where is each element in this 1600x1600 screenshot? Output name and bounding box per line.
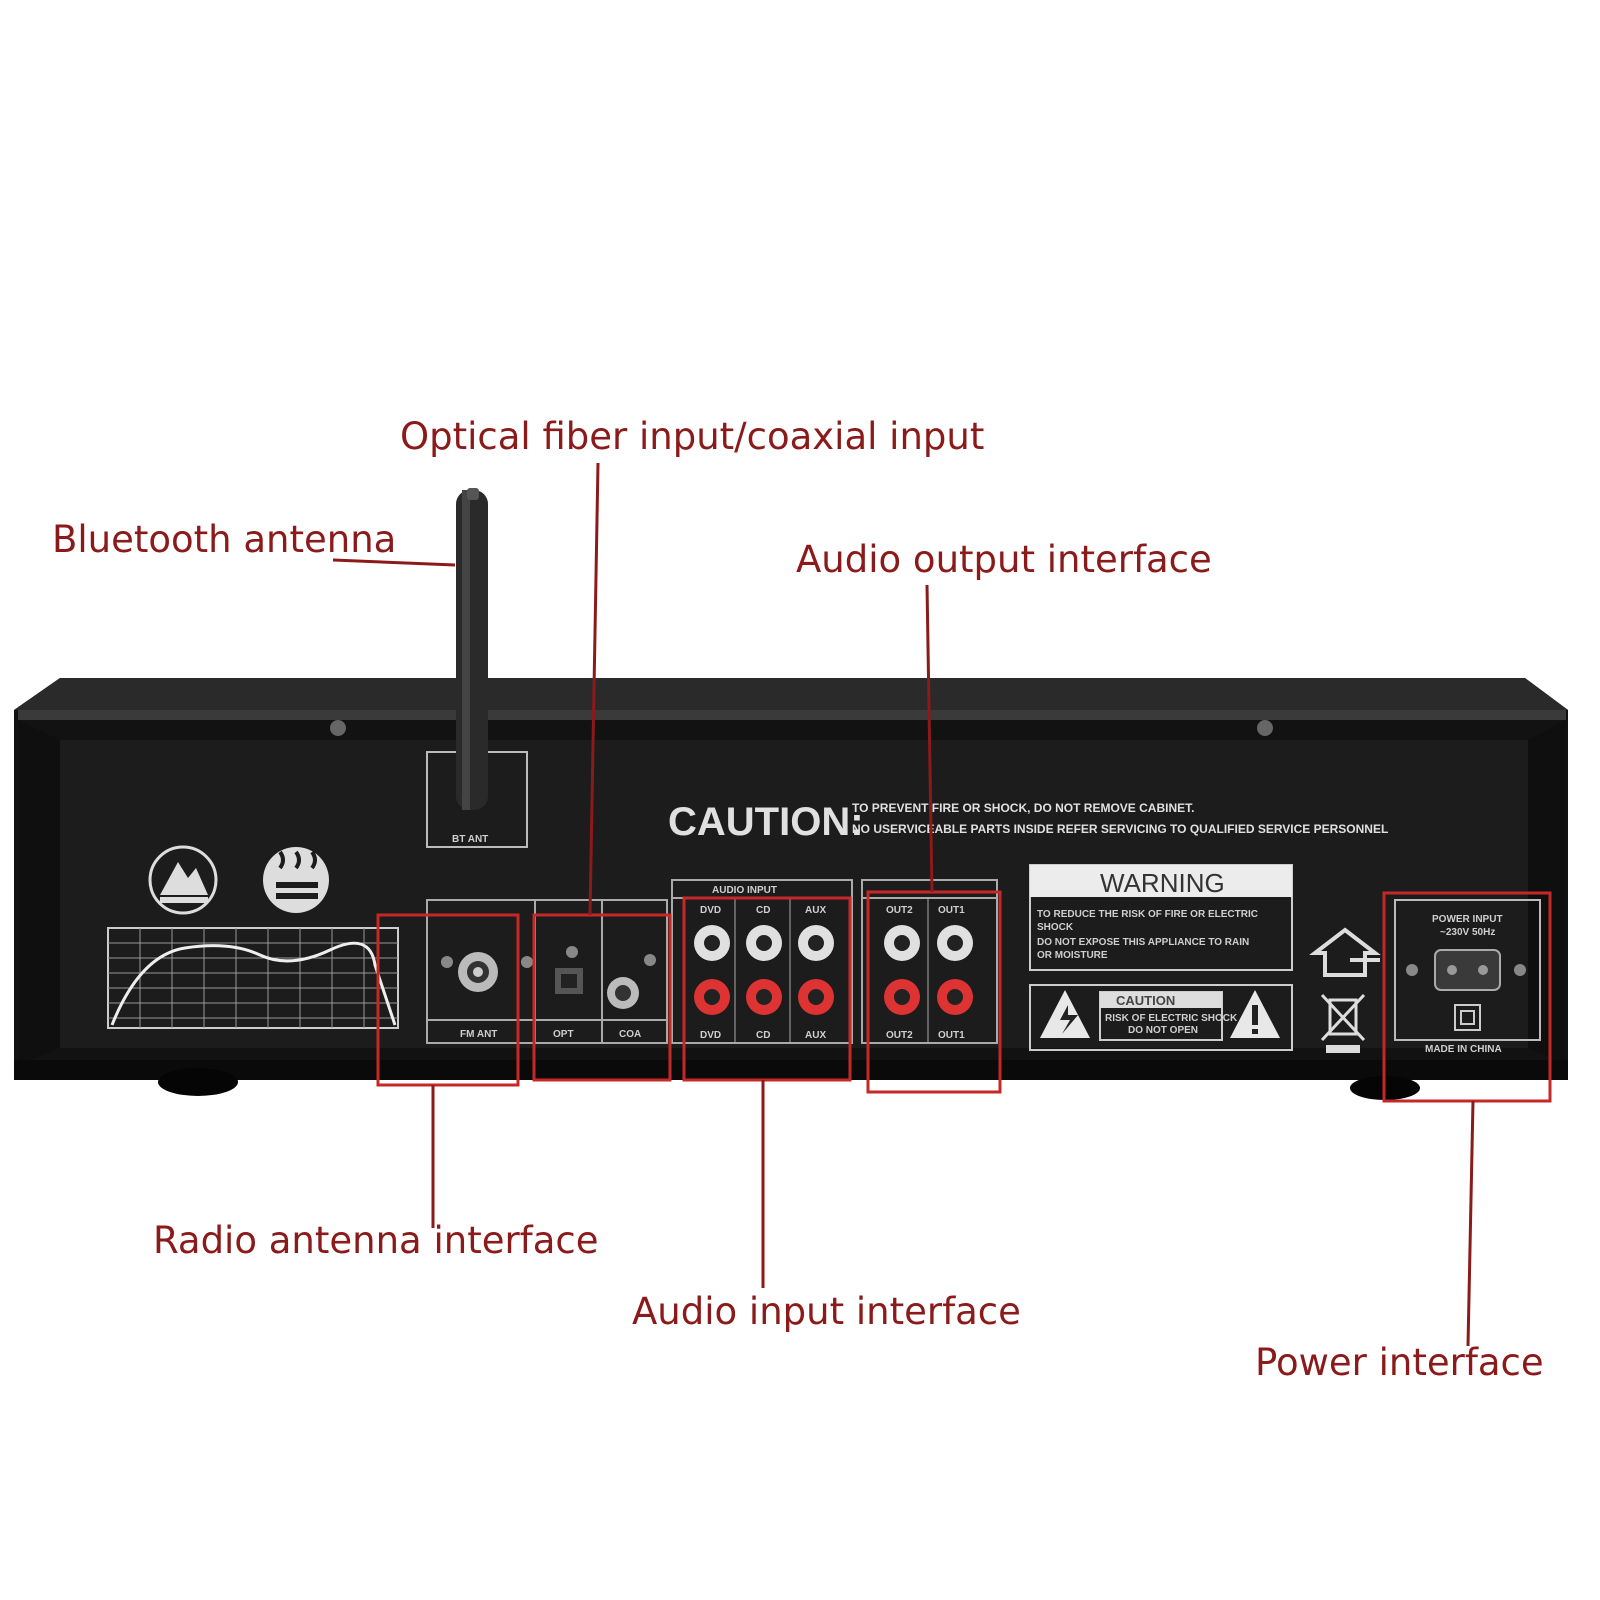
- warning-line1: TO REDUCE THE RISK OF FIRE OR ELECTRIC: [1037, 909, 1258, 920]
- audio-input-highlight-box: [682, 896, 852, 1082]
- callout-audio-output: Audio output interface: [796, 538, 1212, 581]
- caution-title: CAUTION:: [668, 800, 864, 844]
- foot: [158, 1068, 238, 1096]
- callout-radio: Radio antenna interface: [153, 1219, 599, 1262]
- opt-label: OPT: [553, 1029, 574, 1040]
- heat-emblem-icon: [263, 847, 329, 913]
- callout-bluetooth: Bluetooth antenna: [52, 518, 397, 561]
- optical-leader: [588, 462, 600, 916]
- fm-ant-label: FM ANT: [460, 1029, 497, 1040]
- power-panel: [1394, 899, 1541, 1041]
- rca-jack-icon: [694, 925, 730, 961]
- screw-icon: [1257, 720, 1273, 736]
- rca-jack-icon: [607, 954, 656, 1009]
- rca-jack-icon: [884, 925, 920, 961]
- caution-small-line2: DO NOT OPEN: [1128, 1025, 1198, 1036]
- power-input-label: POWER INPUT: [1432, 914, 1503, 925]
- dvd-label-bottom: DVD: [700, 1030, 721, 1041]
- rca-jack-icon: [937, 979, 973, 1015]
- caution-shock-box: [1029, 984, 1293, 1051]
- caution-line2: NO USERVICEABLE PARTS INSIDE REFER SERVI…: [852, 822, 1388, 836]
- callout-audio-input: Audio input interface: [632, 1290, 1021, 1333]
- warning-line2: SHOCK: [1037, 922, 1074, 933]
- power-leader: [1466, 1100, 1475, 1347]
- power-socket-icon: [1406, 949, 1526, 991]
- rca-jack-icon: [884, 979, 920, 1015]
- out1-label: OUT1: [938, 905, 965, 916]
- device-body: [14, 678, 1568, 1100]
- optical-highlight-box: [532, 913, 672, 1082]
- frequency-graph-icon: [107, 927, 399, 1029]
- audio-input-label: AUDIO INPUT: [712, 885, 777, 896]
- optical-jack-icon: [555, 946, 583, 994]
- bt-ant-label: BT ANT: [452, 834, 488, 845]
- leader-lines: [332, 462, 1475, 1347]
- screw-icon: [330, 720, 346, 736]
- audio-output-leader: [925, 584, 934, 893]
- radio-highlight-box: [376, 913, 520, 1087]
- cd-label: CD: [756, 905, 770, 916]
- home-icon: [1309, 927, 1381, 977]
- highlight-boxes: [376, 890, 1552, 1103]
- made-in-label: MADE IN CHINA: [1425, 1044, 1502, 1055]
- cd-label-bottom: CD: [756, 1030, 770, 1041]
- warning-triangle-icon: [1230, 990, 1280, 1038]
- caution-small-title: CAUTION: [1116, 993, 1175, 1008]
- out2-label: OUT2: [886, 905, 913, 916]
- aux-label: AUX: [805, 905, 826, 916]
- warning-box: [1029, 864, 1293, 971]
- power-rating-label: ~230V 50Hz: [1440, 927, 1495, 938]
- caution-small-line1: RISK OF ELECTRIC SHOCK: [1105, 1013, 1238, 1024]
- rca-jack-icon: [746, 925, 782, 961]
- power-highlight-box: [1382, 891, 1552, 1103]
- out2-label-bottom: OUT2: [886, 1030, 913, 1041]
- caution-line1: TO PREVENT FIRE OR SHOCK, DO NOT REMOVE …: [852, 801, 1194, 815]
- mountain-emblem-icon: [148, 845, 218, 915]
- antenna-icon: [426, 488, 528, 848]
- out1-label-bottom: OUT1: [938, 1030, 965, 1041]
- rca-jack-icon: [746, 979, 782, 1015]
- rca-jack-icon: [798, 979, 834, 1015]
- recycle-bin-icon: [1320, 993, 1366, 1053]
- warning-line4: OR MOISTURE: [1037, 950, 1108, 961]
- audio-output-panel: [861, 879, 998, 1044]
- rca-jack-icon: [798, 925, 834, 961]
- aux-label-bottom: AUX: [805, 1030, 826, 1041]
- callout-power: Power interface: [1255, 1341, 1544, 1384]
- audio-input-panel: [671, 879, 853, 1044]
- rca-jack-icon: [694, 979, 730, 1015]
- audio-output-highlight-box: [866, 890, 1002, 1094]
- warning-triangle-icon: [1040, 990, 1090, 1038]
- callout-optical: Optical fiber input/coaxial input: [400, 415, 985, 458]
- dvd-label: DVD: [700, 905, 721, 916]
- rca-jack-icon: [458, 952, 498, 992]
- warning-title: WARNING: [1100, 868, 1225, 898]
- coa-label: COA: [619, 1029, 641, 1040]
- warning-line3: DO NOT EXPOSE THIS APPLIANCE TO RAIN: [1037, 937, 1249, 948]
- bluetooth-leader: [332, 558, 456, 567]
- rca-jack-icon: [937, 925, 973, 961]
